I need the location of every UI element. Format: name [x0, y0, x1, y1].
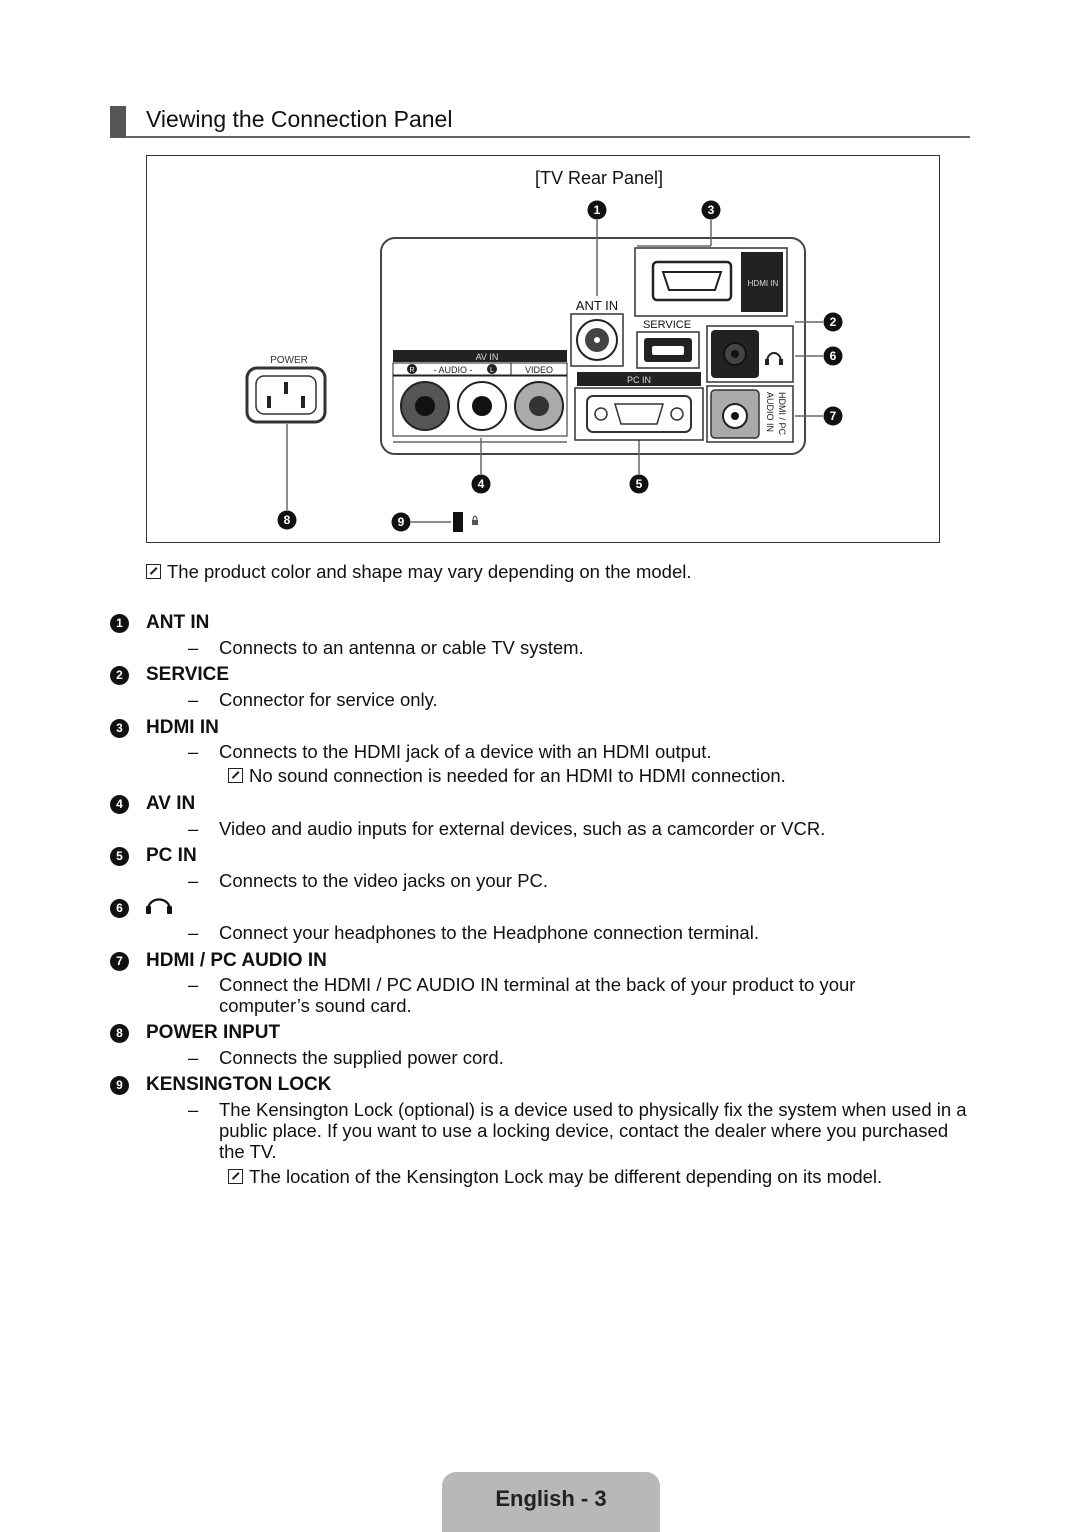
hdmi-note: No sound connection is needed for an HDM… — [228, 765, 786, 787]
callout-6-text: 6 — [830, 349, 837, 363]
dash: – — [188, 1099, 199, 1120]
pc-in-label: PC IN — [627, 375, 651, 385]
audio-r-label: R — [409, 367, 414, 374]
section-heading: Viewing the Connection Panel — [110, 104, 970, 138]
callout-5-text: 5 — [636, 477, 643, 491]
item-title: PC IN — [146, 845, 197, 866]
item-title: ANT IN — [146, 612, 210, 633]
dash: – — [188, 1047, 199, 1068]
hdmi-in-label: HDMI IN — [748, 279, 779, 288]
service-label: SERVICE — [643, 319, 691, 331]
diagram-caption: [TV Rear Panel] — [535, 168, 663, 188]
power-label: POWER — [270, 355, 308, 366]
item-desc-text: Connects to an antenna or cable TV syste… — [219, 637, 584, 658]
heading-bar — [110, 106, 126, 138]
dash: – — [188, 818, 199, 839]
item-desc-text: Connect your headphones to the Headphone… — [219, 922, 759, 943]
ant-in-label: ANT IN — [576, 298, 618, 313]
item-desc-text: Connects to the HDMI jack of a device wi… — [219, 741, 712, 762]
item-desc-text: The Kensington Lock (optional) is a devi… — [219, 1099, 967, 1162]
item-number-badge: 3 — [110, 719, 129, 738]
item-desc-text: Connects to the video jacks on your PC. — [219, 870, 549, 891]
item-number-badge: 9 — [110, 1076, 129, 1095]
note-text: The location of the Kensington Lock may … — [249, 1166, 883, 1187]
av-in-label: AV IN — [476, 352, 499, 362]
callout-3-text: 3 — [708, 203, 715, 217]
dash: – — [188, 741, 199, 762]
item-title: KENSINGTON LOCK — [146, 1074, 332, 1095]
item-number-badge: 5 — [110, 847, 129, 866]
callout-2-text: 2 — [830, 315, 837, 329]
kensington-slot — [453, 512, 463, 532]
rear-panel-diagram: [TV Rear Panel] POWER AV IN R - AUDIO - … — [146, 155, 940, 543]
top-note-text: The product color and shape may vary dep… — [167, 561, 692, 582]
pc-in-header — [577, 372, 701, 386]
item-title: SERVICE — [146, 664, 230, 685]
audio-in-label: AUDIO IN — [765, 392, 775, 432]
heading-rule — [126, 136, 970, 138]
item-number-badge: 2 — [110, 666, 129, 685]
item-number-badge: 7 — [110, 952, 129, 971]
audio-l-label: L — [490, 367, 494, 374]
dash: – — [188, 922, 199, 943]
item-desc-text: Connector for service only. — [219, 689, 438, 710]
callout-8 — [277, 510, 297, 530]
item-number-badge: 8 — [110, 1024, 129, 1043]
callout-6 — [823, 346, 843, 366]
item-desc-text: Video and audio inputs for external devi… — [219, 818, 826, 839]
callout-5 — [629, 474, 649, 494]
item-number-badge: 1 — [110, 614, 129, 633]
callout-4 — [471, 474, 491, 494]
note-icon — [228, 1169, 243, 1184]
headphone-icon — [146, 898, 172, 914]
rear-panel-svg: [TV Rear Panel] POWER AV IN R - AUDIO - … — [245, 168, 843, 532]
kensington-note: The location of the Kensington Lock may … — [228, 1166, 882, 1188]
dash: – — [188, 870, 199, 891]
video-label: VIDEO — [525, 365, 553, 375]
dash: – — [188, 974, 199, 995]
av-in-header — [393, 350, 567, 362]
note-text: No sound connection is needed for an HDM… — [249, 765, 786, 786]
item-desc-text: Connects the supplied power cord. — [219, 1047, 504, 1068]
page-number: English - 3 — [495, 1486, 607, 1511]
item-title: POWER INPUT — [146, 1022, 281, 1043]
page-footer-tab: English - 3 — [442, 1472, 660, 1532]
item-title: HDMI IN — [146, 717, 219, 738]
item-title: HDMI / PC AUDIO IN — [146, 950, 327, 971]
callout-9 — [391, 512, 411, 532]
note-icon — [228, 768, 243, 783]
callout-3 — [701, 200, 721, 220]
item-desc-text: Connect the HDMI / PC AUDIO IN terminal … — [219, 974, 856, 1016]
callout-4-text: 4 — [478, 477, 485, 491]
dash: – — [188, 689, 199, 710]
callout-1 — [587, 200, 607, 220]
page-title: Viewing the Connection Panel — [146, 106, 453, 132]
top-note: The product color and shape may vary dep… — [146, 561, 692, 583]
item-number-badge: 6 — [110, 899, 129, 918]
item-number-badge: 4 — [110, 795, 129, 814]
item-title: AV IN — [146, 793, 196, 814]
callout-9-text: 9 — [398, 515, 405, 529]
callout-7 — [823, 406, 843, 426]
callout-1-text: 1 — [594, 203, 601, 217]
callout-2 — [823, 312, 843, 332]
dash: – — [188, 637, 199, 658]
hdmi-pc-label: HDMI / PC — [777, 392, 787, 436]
callout-8-text: 8 — [284, 513, 291, 527]
audio-label: - AUDIO - — [433, 365, 472, 375]
note-icon — [146, 564, 161, 579]
callout-7-text: 7 — [830, 409, 837, 423]
